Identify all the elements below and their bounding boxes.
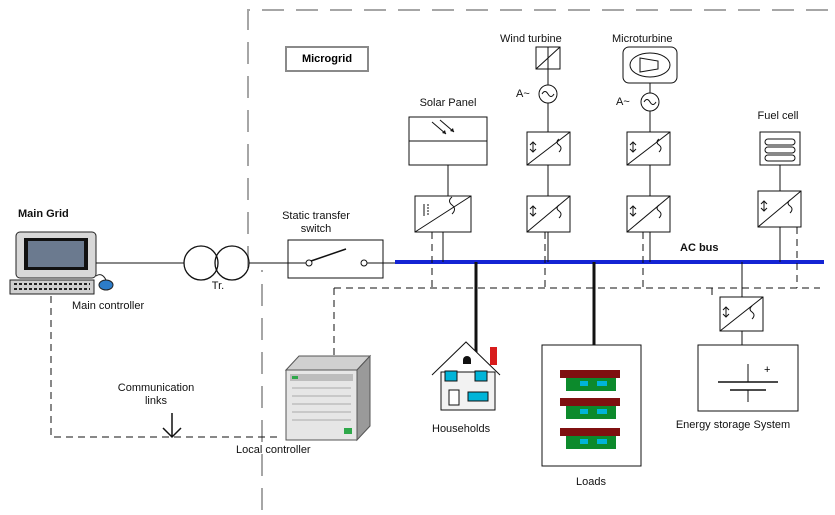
main-controller-label: Main controller: [72, 300, 145, 312]
wind-turbine-label: Wind turbine: [500, 33, 562, 45]
ac-bus-label: AC bus: [680, 242, 719, 254]
microturbine-source-symbol: A~: [616, 96, 630, 108]
inverter-icon: [757, 190, 802, 228]
local-controller-label: Local controller: [236, 444, 311, 456]
microgrid-boundary: [247, 9, 835, 510]
wind-turbine-icon: [535, 46, 561, 70]
communication-links: [50, 227, 820, 438]
battery-icon: +: [697, 344, 799, 412]
households-label: Households: [432, 423, 491, 435]
transformer-icon: [183, 245, 250, 281]
inverter-icon: [526, 195, 571, 233]
transformer-label: Tr.: [211, 280, 225, 292]
transfer-switch-label: Static transfer switch: [282, 210, 350, 235]
solar-panel-icon: [408, 116, 488, 166]
microgrid-label-box: Microgrid: [285, 46, 369, 72]
arrow-down-icon: [162, 413, 182, 439]
house-icon: [431, 341, 501, 411]
microturbine-icon: [622, 46, 678, 84]
server-icon: [284, 354, 372, 442]
computer-icon: [9, 231, 114, 295]
rectifier-icon: [526, 131, 571, 166]
converter-icon: [719, 296, 764, 332]
switch-icon: [287, 239, 395, 279]
fuel-cell-icon: [759, 131, 801, 166]
inverter-icon: [626, 195, 671, 233]
solar-panel-label: Solar Panel: [419, 97, 477, 109]
wind-source-symbol: A~: [516, 88, 530, 100]
inverter-icon: [414, 195, 472, 233]
energy-storage-label: Energy storage System: [675, 419, 791, 431]
fuel-cell-label: Fuel cell: [757, 110, 799, 122]
communication-links-label: Communication links: [117, 382, 195, 407]
loads-label: Loads: [576, 476, 606, 488]
loads-icon: [541, 344, 642, 467]
microgrid-label: Microgrid: [301, 53, 353, 65]
rectifier-icon: [626, 131, 671, 166]
main-grid-label: Main Grid: [18, 208, 69, 220]
svg-text:+: +: [764, 364, 770, 376]
microturbine-label: Microturbine: [612, 33, 673, 45]
